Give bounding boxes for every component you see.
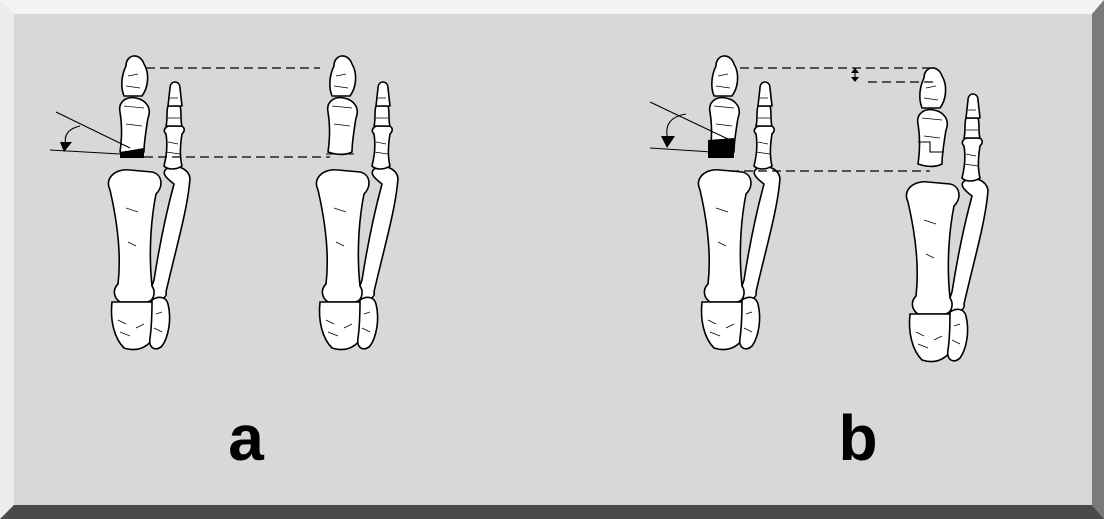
reference-line-b [650, 148, 712, 152]
foot-a-postop [316, 56, 398, 350]
reference-line-a [50, 150, 120, 154]
shortening-arrowhead-up [851, 68, 859, 73]
foot-b-preop [698, 56, 780, 350]
rotation-arrowhead-b [661, 136, 675, 148]
foot-b-postop [906, 68, 988, 362]
panel-label-b: b [818, 398, 898, 478]
shortening-arrowhead-down [851, 77, 859, 82]
foot-a-preop [108, 56, 190, 350]
panel-label-a: a [206, 398, 286, 478]
